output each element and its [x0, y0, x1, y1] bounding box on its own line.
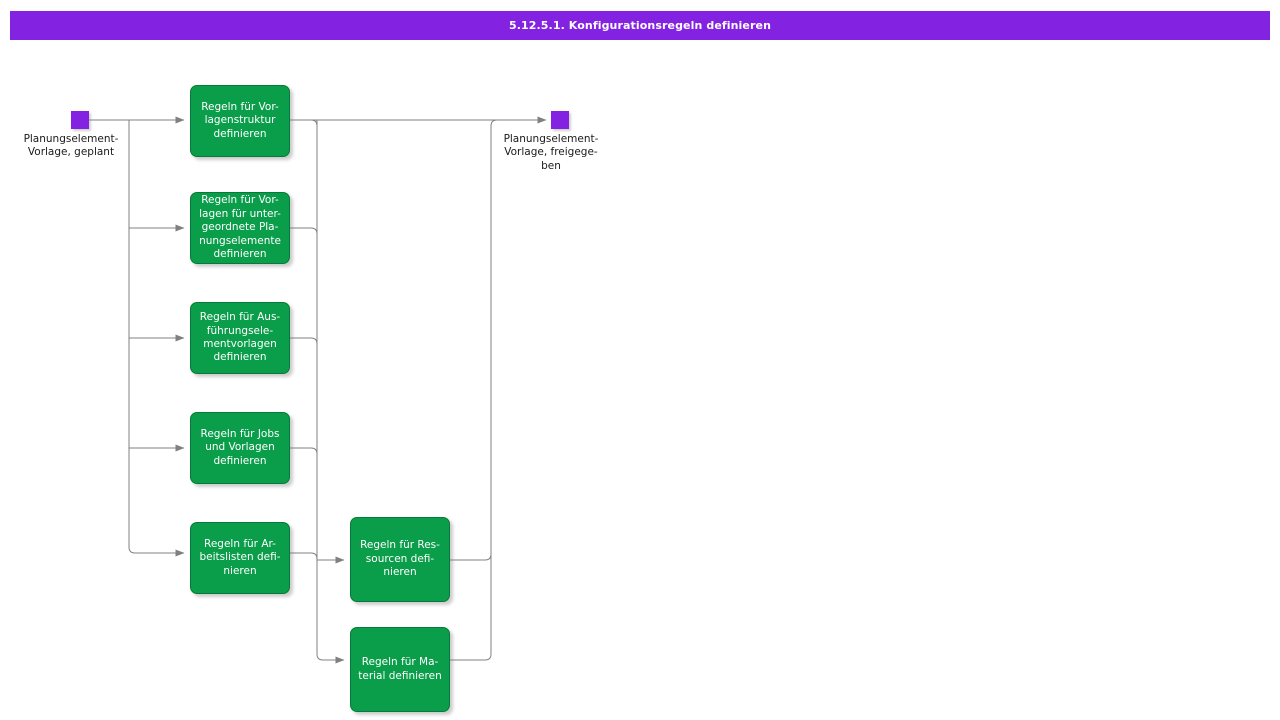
process-box-jobs-vorlagen[interactable]: Regeln für Jobs und Vorlagen definieren [190, 412, 290, 484]
edge-middle-bus-top-corner [310, 119, 318, 127]
process-box-material[interactable]: Regeln für Ma- terial definieren [350, 627, 450, 712]
edge-jobs-vorlagen-out [290, 447, 318, 455]
edge-arbeitslisten-out [290, 552, 318, 560]
process-box-ausfuehrungselement[interactable]: Regeln für Aus- führungsele- mentvorlage… [190, 302, 290, 374]
edge-left-distribution-bus [128, 120, 160, 554]
start-node-label: Planungselement- Vorlage, geplant [23, 133, 119, 159]
edge-material-out [450, 653, 492, 661]
window-title-bar: 5.12.5.1. Konfigurationsregeln definiere… [10, 11, 1270, 40]
process-box-label: Regeln für Vor- lagenstruktur definieren [201, 100, 279, 140]
edge-right-collection-bus [490, 119, 498, 654]
edge-ressourcen-out [450, 553, 492, 561]
edge-untergeordnete-out [290, 227, 318, 560]
process-box-label: Regeln für Ma- terial definieren [358, 656, 442, 682]
process-box-label: Regeln für Jobs und Vorlagen definieren [200, 427, 280, 467]
edge-ausfuehrungselement-out [290, 337, 318, 345]
page-title: 5.12.5.1. Konfigurationsregeln definiere… [508, 19, 772, 32]
start-node-square [71, 111, 89, 129]
end-node-label: Planungselement- Vorlage, freigege- ben [503, 133, 599, 172]
edge-middle-distribution-bus [316, 126, 344, 661]
process-box-label: Regeln für Vor- lagen für unter- geordne… [199, 194, 281, 261]
process-box-label: Regeln für Aus- führungsele- mentvorlage… [199, 311, 281, 364]
process-box-label: Regeln für Res- sourcen defi- nieren [360, 539, 440, 579]
process-box-label: Regeln für Ar- beitslisten defi- nieren [199, 537, 281, 577]
process-box-arbeitslisten[interactable]: Regeln für Ar- beitslisten defi- nieren [190, 522, 290, 594]
process-box-untergeordnete[interactable]: Regeln für Vor- lagen für unter- geordne… [190, 192, 290, 264]
process-box-vorlagenstruktur[interactable]: Regeln für Vor- lagenstruktur definieren [190, 85, 290, 157]
process-box-ressourcen[interactable]: Regeln für Res- sourcen defi- nieren [350, 517, 450, 602]
end-node-square [551, 111, 569, 129]
